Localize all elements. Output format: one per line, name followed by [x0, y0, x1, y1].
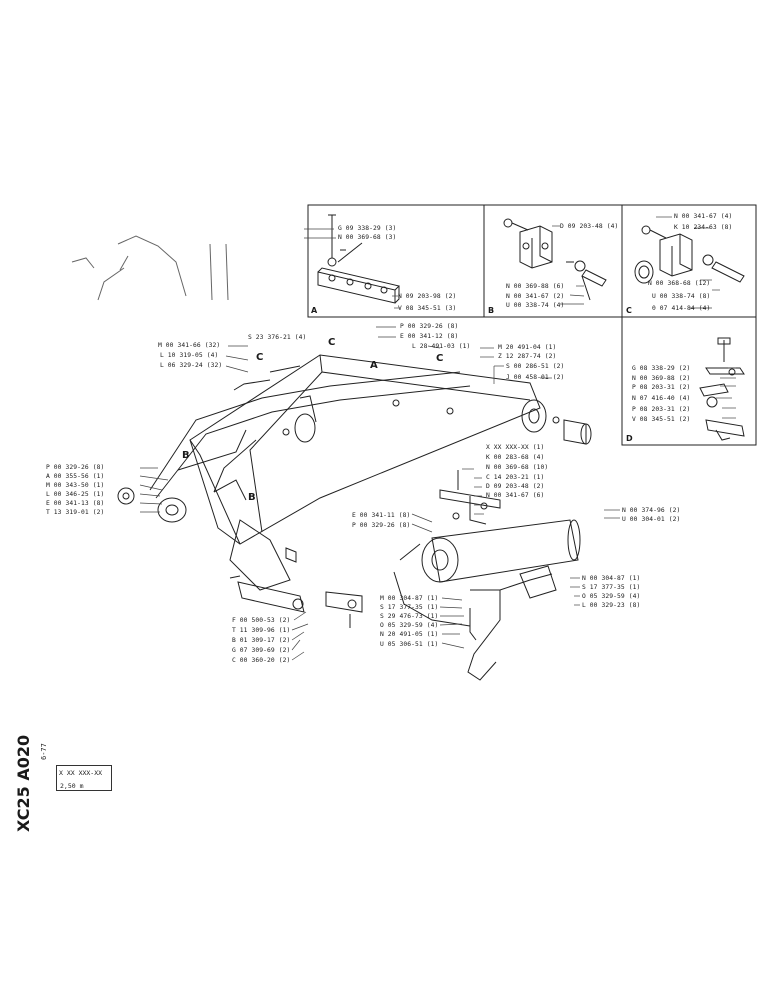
part-label: L 00 346-25 (1) — [46, 491, 105, 498]
part-label: F 00 500-53 (2) — [232, 617, 291, 624]
callout-c-left: C — [256, 352, 264, 363]
part-label: M 00 343-50 (1) — [46, 482, 105, 489]
part-label: N 09 203-98 (2) — [398, 293, 457, 300]
part-label: K 10 234-63 (8) — [674, 224, 733, 231]
box-letter-a: A — [311, 306, 318, 315]
part-label: T 13 319-01 (2) — [46, 509, 105, 516]
part-label: S 29 476-73 (1) — [380, 613, 439, 620]
boom-drawing — [157, 354, 547, 591]
callout-c-top: C — [328, 337, 336, 348]
part-label: S 23 376-21 (4) — [248, 334, 307, 341]
callout-a: A — [370, 360, 378, 371]
part-label: N 07 416-40 (4) — [632, 395, 691, 402]
part-label: Z 12 287-74 (2) — [498, 353, 557, 360]
part-label: A 00 355-56 (1) — [46, 473, 105, 480]
part-label: C 00 360-20 (2) — [232, 657, 291, 664]
detail-b-clamp-drawing — [503, 218, 607, 301]
part-label: L 28 491-03 (1) — [412, 343, 471, 350]
part-label: V 08 345-51 (3) — [398, 305, 457, 312]
part-label: N 00 341-67 (6) — [486, 492, 545, 499]
part-label: C 14 203-21 (1) — [486, 474, 545, 481]
part-label: E 00 341-13 (8) — [46, 500, 105, 507]
part-label: L 10 319-05 (4) — [160, 352, 219, 359]
part-label: U 05 306-51 (1) — [380, 641, 439, 648]
detail-d-parts-drawing — [699, 337, 745, 441]
part-label: L 00 329-23 (8) — [582, 602, 641, 609]
part-label: B 01 309-17 (2) — [232, 637, 291, 644]
detail-box-a — [307, 204, 485, 318]
part-label: N 00 369-88 (6) — [506, 283, 565, 290]
title-code: X XX XXX-XX — [59, 769, 103, 777]
part-label: P 00 329-26 (8) — [352, 522, 411, 529]
part-label: N 20 491-05 (1) — [380, 631, 439, 638]
sheet-date: 6-77 — [40, 743, 48, 760]
part-label: U 00 304-01 (2) — [622, 516, 681, 523]
callout-b-left: B — [182, 450, 190, 461]
box-letter-b: B — [488, 306, 495, 315]
part-label: V 08 345-51 (2) — [632, 416, 691, 423]
part-label: K 00 283-68 (4) — [486, 454, 545, 461]
part-label: N 00 368-68 (12) — [648, 280, 711, 287]
bracket-drawing — [439, 470, 501, 525]
part-label: U 00 338-74 (8) — [652, 293, 711, 300]
pin-drawing — [117, 416, 592, 505]
callout-c-right: C — [436, 353, 444, 364]
part-label: N 00 341-67 (2) — [506, 293, 565, 300]
part-label: S 17 377-35 (1) — [582, 584, 641, 591]
part-label: N 00 304-87 (1) — [582, 575, 641, 582]
sheet-code: XC25 A020 — [14, 734, 33, 832]
detail-a-rail-drawing — [317, 214, 400, 304]
part-label: S 17 377-35 (1) — [380, 604, 439, 611]
part-label: L 06 329-24 (32) — [160, 362, 223, 369]
hose-lines — [149, 365, 471, 499]
part-label: O 05 329-59 (4) — [380, 622, 439, 629]
part-label: J 00 458-01 (2) — [506, 374, 565, 381]
part-label: S 00 286-51 (2) — [506, 363, 565, 370]
part-label: N 00 374-96 (2) — [622, 507, 681, 514]
part-label: 0 07 414-84 (4) — [652, 305, 711, 312]
part-label: O 05 329-59 (4) — [582, 593, 641, 600]
detail-c-clamp-drawing — [634, 225, 745, 284]
title-note: 2,50 m — [60, 782, 84, 790]
detail-box-d — [621, 316, 757, 446]
part-label: U 00 338-74 (4) — [506, 302, 565, 309]
part-label: T 11 309-96 (1) — [232, 627, 291, 634]
part-label: P 08 203-31 (2) — [632, 384, 691, 391]
leader-lines — [139, 216, 736, 661]
part-label: P 00 329-26 (8) — [400, 323, 459, 330]
part-label: D 09 203-48 (4) — [560, 223, 619, 230]
part-label: E 00 341-12 (8) — [400, 333, 459, 340]
cylinder-drawing — [393, 519, 581, 681]
part-label: M 20 491-04 (1) — [498, 344, 557, 351]
part-label: N 00 369-68 (3) — [338, 234, 397, 241]
operator-sketch — [71, 235, 229, 301]
part-label: D 09 203-48 (2) — [486, 483, 545, 490]
title-box — [56, 765, 112, 791]
part-label: E 00 341-11 (8) — [352, 512, 411, 519]
link-drawing — [229, 547, 363, 628]
part-label: G 09 338-29 (3) — [338, 225, 397, 232]
part-label: G 07 309-69 (2) — [232, 647, 291, 654]
box-letter-d: D — [626, 434, 633, 443]
part-label: N 00 369-68 (10) — [486, 464, 549, 471]
part-label: M 00 304-87 (1) — [380, 595, 439, 602]
box-letter-c: C — [626, 306, 632, 315]
part-label: M 00 341-66 (32) — [158, 342, 221, 349]
part-label: N 00 369-88 (2) — [632, 375, 691, 382]
part-label: X XX XXX-XX (1) — [486, 444, 545, 451]
part-label: N 00 341-67 (4) — [674, 213, 733, 220]
callout-b-right: B — [248, 492, 256, 503]
part-label: G 08 338-29 (2) — [632, 365, 691, 372]
part-label: P 00 329-26 (8) — [46, 464, 105, 471]
part-label: P 08 203-31 (2) — [632, 406, 691, 413]
